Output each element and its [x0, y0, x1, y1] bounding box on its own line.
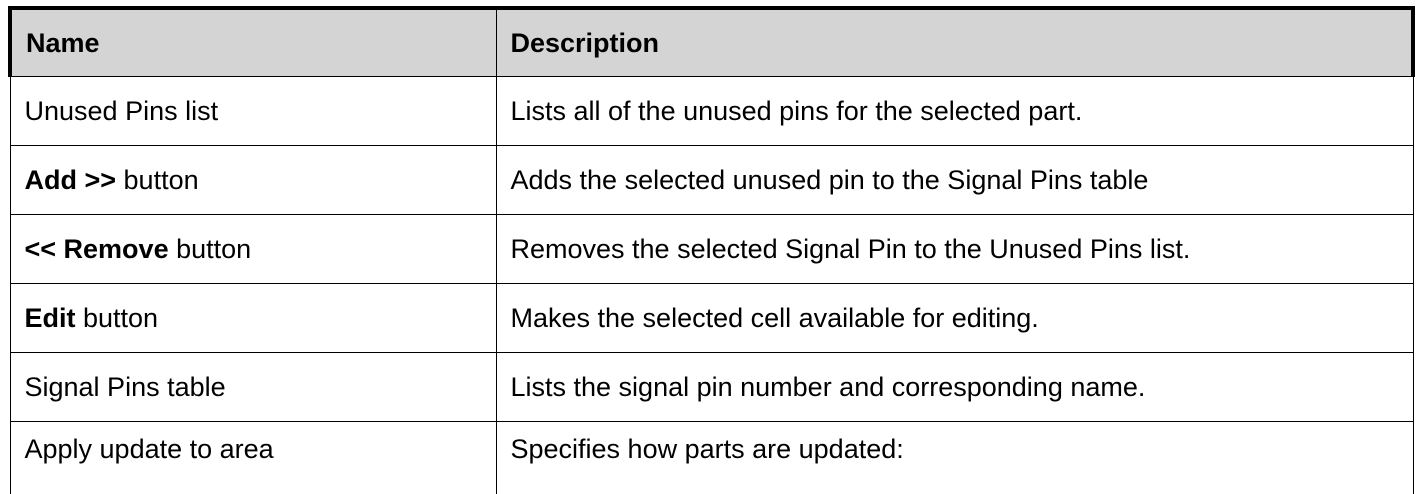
description-cell: Removes the selected Signal Pin to the U…	[496, 215, 1413, 284]
description-cell: Lists the signal pin number and correspo…	[496, 353, 1413, 422]
table-row: << Remove button Removes the selected Si…	[10, 215, 1413, 284]
name-cell-text: button	[169, 234, 252, 264]
table-row: Signal Pins table Lists the signal pin n…	[10, 353, 1413, 422]
name-cell: Apply update to area	[10, 422, 496, 494]
table-row: Unused Pins list Lists all of the unused…	[10, 77, 1413, 146]
name-cell: Add >> button	[10, 146, 496, 215]
description-cell: Adds the selected unused pin to the Sign…	[496, 146, 1413, 215]
description-cell: Lists all of the unused pins for the sel…	[496, 77, 1413, 146]
table-row: Edit button Makes the selected cell avai…	[10, 284, 1413, 353]
table-row: Add >> button Adds the selected unused p…	[10, 146, 1413, 215]
name-cell: Unused Pins list	[10, 77, 496, 146]
name-cell-bold: Edit	[25, 303, 76, 333]
name-cell-text: Apply update to area	[25, 434, 274, 464]
name-cell-text: button	[76, 303, 159, 333]
name-cell-text: Signal Pins table	[25, 372, 226, 402]
name-cell-bold: Add >>	[25, 165, 117, 195]
column-header-name: Name	[10, 8, 496, 77]
name-cell: Signal Pins table	[10, 353, 496, 422]
name-cell-text: button	[116, 165, 199, 195]
name-cell-text: Unused Pins list	[25, 96, 219, 126]
table-body: Unused Pins list Lists all of the unused…	[10, 77, 1413, 494]
options-description-table: Name Description Unused Pins list Lists …	[8, 6, 1415, 494]
column-header-description: Description	[496, 8, 1413, 77]
table-row: Apply update to area Specifies how parts…	[10, 422, 1413, 494]
header-row: Name Description	[10, 8, 1413, 77]
description-cell: Makes the selected cell available for ed…	[496, 284, 1413, 353]
name-cell: << Remove button	[10, 215, 496, 284]
name-cell: Edit button	[10, 284, 496, 353]
name-cell-bold: << Remove	[25, 234, 169, 264]
table-header: Name Description	[10, 8, 1413, 77]
description-cell: Specifies how parts are updated:	[496, 422, 1413, 494]
